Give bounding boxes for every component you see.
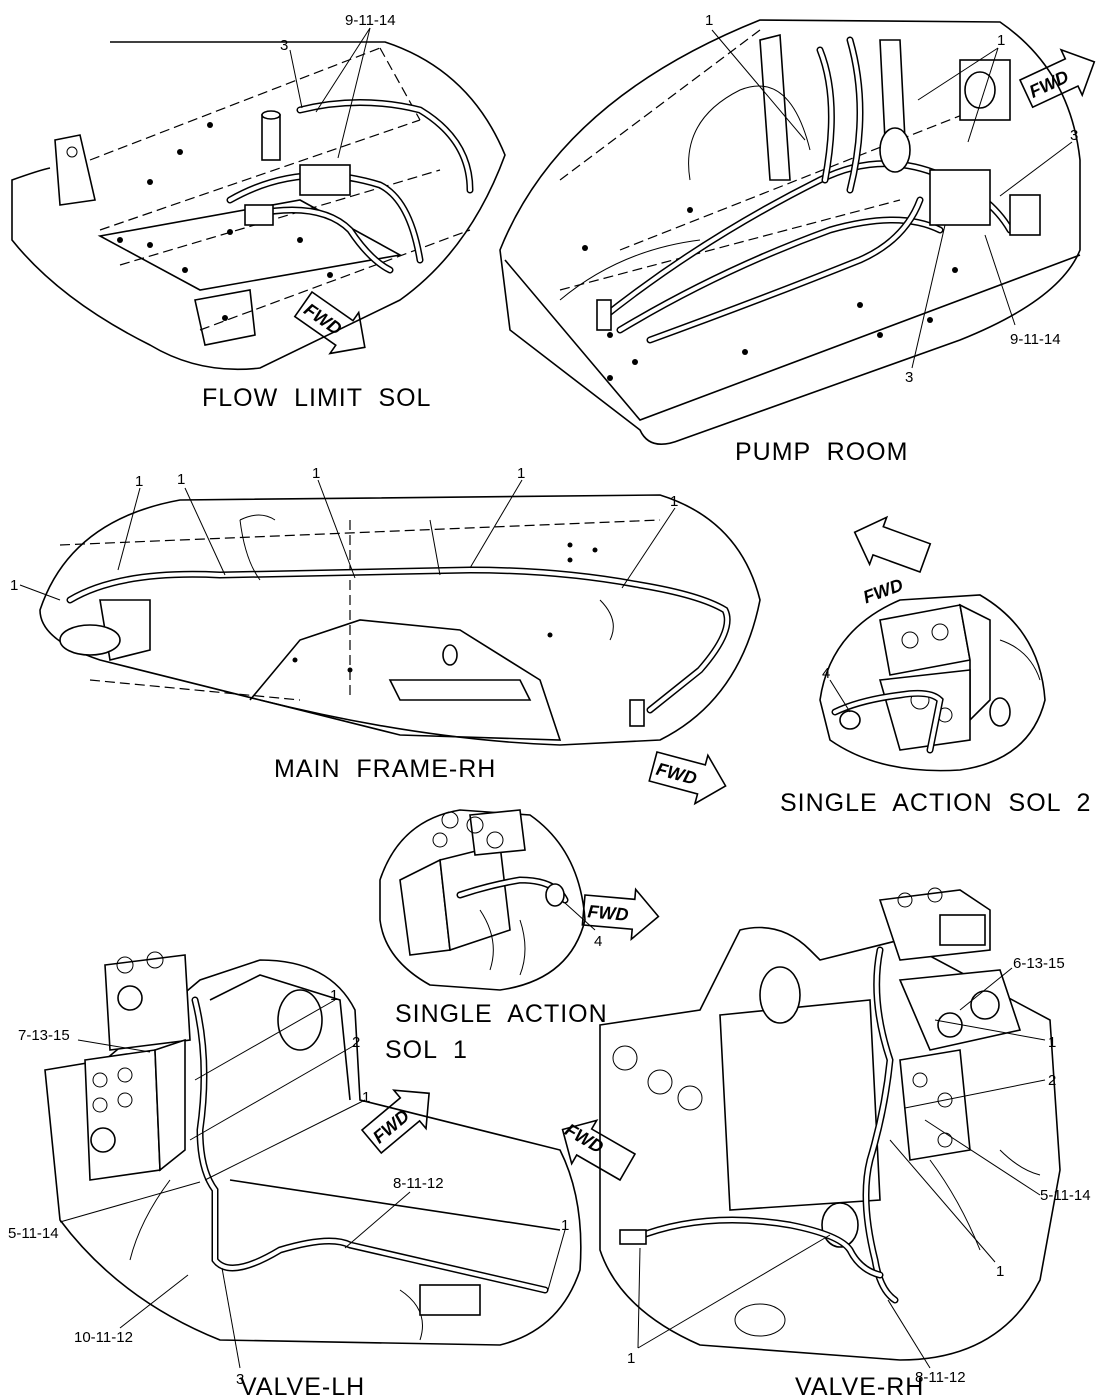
- flow-limit-fwd-arrow: FWD: [293, 290, 366, 355]
- main-frame-callout-1-b: 1: [135, 473, 143, 490]
- sol2-fwd-label: FWD: [860, 575, 905, 608]
- valve-lh-title: VALVE-LH: [240, 1373, 365, 1400]
- valve-lh-callout-1-right: 1: [561, 1217, 569, 1234]
- valve-rh-title: VALVE-RH: [795, 1373, 924, 1400]
- view-main-frame-rh: 1 1 1 1 1 1 FWD MAIN FRAME-RH: [10, 465, 761, 806]
- valve-lh-callout-2: 2: [352, 1034, 360, 1051]
- valve-rh-callout-1-mid: 1: [996, 1263, 1004, 1280]
- pump-room-title: PUMP ROOM: [735, 438, 908, 466]
- valve-lh-callout-10-11-12: 10-11-12: [74, 1329, 133, 1346]
- sol2-fwd-arrow: [853, 515, 932, 574]
- valve-rh-callout-1-bottom: 1: [627, 1350, 635, 1367]
- valve-lh-callout-7-13-15: 7-13-15: [18, 1027, 70, 1044]
- main-frame-callout-1-d: 1: [312, 465, 320, 482]
- view-single-action-sol-1: 4 FWD SINGLE ACTION SOL 1: [379, 809, 660, 1064]
- valve-lh-callout-8-11-12: 8-11-12: [393, 1175, 444, 1192]
- pump-room-callout-1-left: 1: [705, 12, 713, 29]
- single-action-sol-1-title-line1: SINGLE ACTION: [395, 1000, 608, 1028]
- valve-rh-callout-6-13-15: 6-13-15: [1013, 955, 1065, 972]
- flow-limit-sol-title: FLOW LIMIT SOL: [202, 384, 431, 412]
- view-valve-rh: 6-13-15 1 2 5-11-14 1 8-11-12 1 FWD VALV…: [561, 887, 1091, 1400]
- valve-rh-callout-1-top: 1: [1048, 1034, 1056, 1051]
- main-frame-callout-1-a: 1: [10, 577, 18, 594]
- main-frame-fwd-arrow: FWD: [648, 751, 727, 806]
- valve-rh-callout-5-11-14: 5-11-14: [1040, 1187, 1091, 1204]
- flow-limit-fwd-label: FWD: [300, 299, 345, 339]
- valve-rh-callout-8-11-12: 8-11-12: [915, 1369, 966, 1386]
- main-frame-callout-1-f: 1: [670, 493, 678, 510]
- pump-room-callout-1-right: 1: [997, 32, 1005, 49]
- pump-room-fwd-arrow: FWD: [1018, 48, 1096, 109]
- valve-lh-callout-5-11-14: 5-11-14: [8, 1225, 59, 1242]
- sol1-fwd-label: FWD: [587, 901, 630, 924]
- flow-limit-callout-3: 3: [280, 37, 288, 54]
- pump-room-callout-3-bottom: 3: [905, 369, 913, 386]
- sol1-fwd-arrow: FWD: [581, 887, 660, 942]
- single-action-sol-2-title: SINGLE ACTION SOL 2: [780, 789, 1091, 817]
- valve-lh-callout-3: 3: [236, 1371, 244, 1388]
- pump-room-callout-9-11-14: 9-11-14: [1010, 331, 1061, 348]
- view-valve-lh: 7-13-15 1 2 1 5-11-14 8-11-12 1 10-11-12…: [8, 951, 582, 1400]
- valve-lh-callout-1-mid: 1: [362, 1089, 370, 1106]
- main-frame-callout-1-c: 1: [177, 471, 185, 488]
- view-single-action-sol-2: 4 FWD SINGLE ACTION SOL 2: [780, 515, 1091, 817]
- main-frame-callout-1-e: 1: [517, 465, 525, 482]
- pump-room-callout-3-top: 3: [1070, 127, 1078, 144]
- flow-limit-callout-9-11-14: 9-11-14: [345, 12, 396, 29]
- view-flow-limit-sol: 9-11-14 3 FWD FLOW LIMIT SOL: [11, 12, 506, 412]
- valve-rh-fwd-arrow: [561, 1119, 637, 1182]
- sol2-callout-4: 4: [822, 665, 830, 682]
- valve-rh-callout-2: 2: [1048, 1072, 1056, 1089]
- main-frame-rh-title: MAIN FRAME-RH: [274, 755, 496, 783]
- view-pump-room: 1 1 3 9-11-14 3 FWD PUMP ROOM: [499, 12, 1096, 466]
- valve-lh-callout-1-top: 1: [330, 987, 338, 1004]
- single-action-sol-1-title-line2: SOL 1: [385, 1036, 468, 1064]
- sol1-callout-4: 4: [594, 933, 602, 950]
